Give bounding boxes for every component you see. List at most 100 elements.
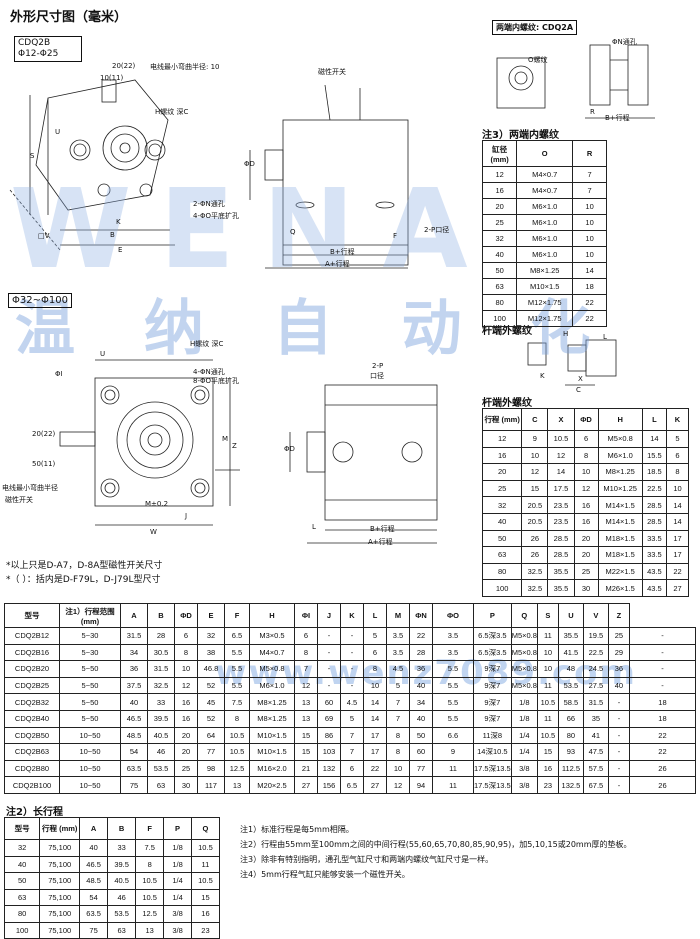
note2-cell: 23: [190, 921, 221, 939]
note2-cell: 75,100: [39, 921, 81, 939]
note2-header-cell: 行程 (mm): [39, 817, 81, 840]
main-header-cell: S: [536, 603, 559, 628]
main-cell: 14深10.5: [473, 743, 512, 761]
main-cell: 8: [363, 660, 387, 678]
main-cell: 8: [294, 643, 318, 662]
main-cell: -: [607, 743, 630, 761]
label-n-hole: 2-ΦN通孔: [193, 200, 225, 208]
label-port2: 2-P: [372, 362, 384, 370]
main-cell: 30.5: [147, 643, 175, 662]
main-cell: 36: [409, 660, 433, 678]
label-10-11: 10(11): [100, 74, 124, 82]
label-a-stroke: A+行程: [325, 260, 350, 268]
main-cell: 5.5: [432, 676, 474, 695]
main-cell: 16: [536, 759, 559, 778]
main-cell: 4.5: [386, 660, 410, 678]
main-cell: 30: [174, 776, 198, 794]
note3-cell: 22: [572, 310, 607, 327]
note2-cell: 8: [135, 855, 165, 873]
note2-cell: 50: [3, 872, 41, 890]
note2-header-cell: B: [107, 817, 137, 840]
rod-cell: 25: [573, 562, 599, 581]
main-cell: 10.5: [224, 743, 250, 761]
rod-cell: 12: [573, 479, 599, 498]
main-cell: 7: [340, 726, 364, 745]
main-header-cell: A: [120, 603, 148, 628]
main-cell: 8: [386, 726, 410, 745]
end-thread-views: [496, 44, 655, 119]
label-phi-i: ΦI: [55, 370, 63, 378]
main-cell: 1/8: [510, 709, 538, 728]
label-h-thread: H螺纹 深C: [155, 108, 189, 116]
main-cell: 9深7: [473, 660, 512, 678]
main-cell: 27.5: [582, 676, 609, 695]
main-cell: 132: [317, 759, 341, 778]
notes-list: 注1）标准行程是每5mm相隔。注2）行程由55mm至100mm之间的中间行程(5…: [240, 822, 632, 882]
main-cell: M20×2.5: [249, 776, 295, 794]
rod-cell: 17.5: [547, 479, 575, 498]
main-cell: 10: [174, 660, 198, 678]
label-50-11: 50(11): [32, 460, 56, 468]
main-cell: 52: [197, 709, 225, 728]
main-cell: 3.5: [432, 627, 474, 645]
rod-cell: 14: [666, 496, 689, 514]
main-cell: 34: [409, 693, 433, 711]
note3-cell: 10: [572, 246, 607, 263]
rod-header-cell: C: [521, 408, 549, 431]
rod-cell: 26: [521, 546, 549, 564]
rod-header-cell: 行程 (mm): [481, 408, 523, 431]
rod-cell: 12: [481, 430, 523, 448]
main-cell: 15: [294, 743, 318, 761]
section2-box: Φ32~Φ100: [8, 293, 72, 308]
main-cell: 53.5: [557, 676, 584, 695]
main-cell: 5~50: [59, 660, 121, 678]
label-r: R: [590, 108, 595, 116]
rod-cell: 33.5: [641, 529, 668, 548]
main-cell: M5×0.8: [510, 643, 538, 662]
main-header-cell: ΦN: [409, 603, 433, 628]
main-cell: 17.5深13.5: [473, 776, 512, 794]
main-cell: 10~50: [59, 743, 121, 761]
main-cell: 17.5深13.5: [473, 759, 512, 778]
main-cell: 25: [607, 627, 630, 645]
label-o-counterbore: 4-ΦO平底扩孔: [193, 212, 239, 220]
main-cell: 57.5: [582, 759, 609, 778]
rod-cell: 28.5: [547, 546, 575, 564]
main-cell: 10~50: [59, 759, 121, 778]
label-u: U: [55, 128, 61, 136]
main-cell: 38: [197, 643, 225, 662]
rod-cell: 27: [666, 579, 689, 597]
main-cell: 53.5: [147, 759, 175, 778]
rod-cell: M14×1.5: [597, 496, 643, 514]
rod-cell: 100: [481, 579, 523, 597]
note3-cell: 7: [572, 182, 607, 199]
main-cell: M3×0.5: [249, 627, 295, 645]
main-cell: 10.5: [536, 693, 559, 711]
rod-cell: 40: [481, 512, 523, 531]
main-cell: 18: [628, 709, 697, 728]
main-cell: 9: [432, 743, 474, 761]
main-cell: CDQ2B40: [4, 709, 60, 728]
rod-cell: 9: [521, 430, 549, 448]
rod-cell: 17: [666, 529, 689, 548]
note3-cell: 20: [481, 198, 518, 215]
main-cell: 1/4: [510, 726, 538, 745]
label-o-thread: O螺纹: [528, 56, 548, 64]
main-cell: 46.5: [120, 709, 148, 728]
main-cell: 1/8: [510, 693, 538, 711]
main-cell: 5: [363, 627, 387, 645]
note3-cell: 32: [481, 230, 518, 247]
main-cell: -: [317, 643, 341, 662]
rod-cell: M26×1.5: [597, 579, 643, 597]
main-cell: 25: [174, 759, 198, 778]
